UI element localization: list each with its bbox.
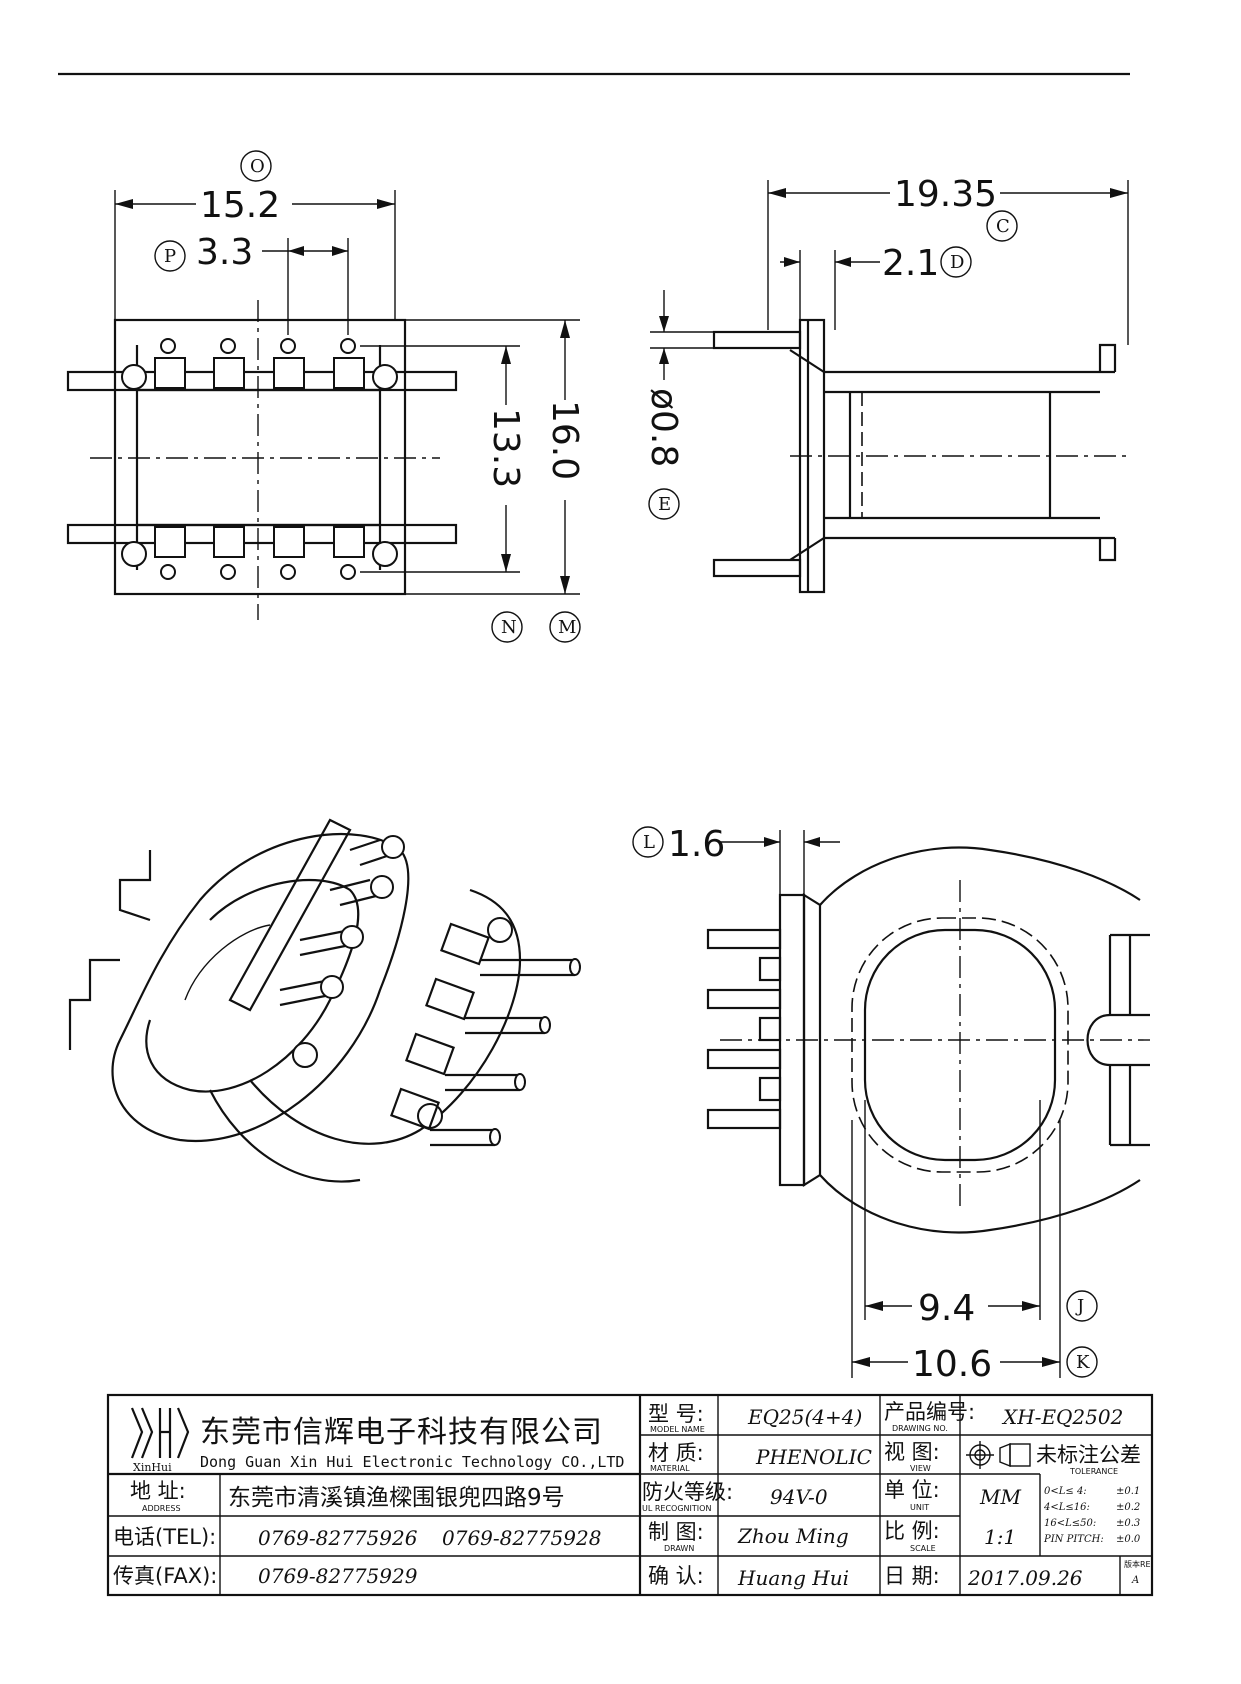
tag-E: E [658, 494, 671, 515]
fire-rating-label-en: UL RECOGNITION [642, 1504, 711, 1513]
tag-N: N [501, 617, 517, 638]
dim-10-6: 10.6 [912, 1344, 992, 1385]
address-value: 东莞市清溪镇渔樑围银兜四路9号 [228, 1485, 565, 1511]
fire-rating-value: 94V-0 [770, 1485, 828, 1509]
date-label: 日 期: [884, 1564, 940, 1588]
tag-D: D [950, 252, 964, 273]
part-no-label: 产品编号: [884, 1400, 975, 1424]
tag-O: O [250, 156, 265, 177]
material-value: PHENOLIC [755, 1445, 872, 1469]
title-block: XinHui 东莞市信辉电子科技有限公司 Dong Guan Xin Hui E… [106, 1393, 1154, 1597]
tol-1-range: 0<L≤ 4: [1044, 1486, 1087, 1497]
unit-label-en: UNIT [910, 1503, 929, 1512]
view-label-en: VIEW [910, 1464, 931, 1473]
top-view: 15.2 O 3.3 P 16.0 13.3 M N [66, 150, 585, 643]
tolerance-label-en: TOLERANCE [1069, 1467, 1118, 1476]
tol-3-value: ±0.3 [1116, 1518, 1140, 1529]
company-name-cn: 东莞市信辉电子科技有限公司 [200, 1415, 603, 1450]
dim-19-35: 19.35 [894, 174, 997, 215]
view-label: 视 图: [884, 1440, 940, 1464]
tol-1-value: ±0.1 [1116, 1486, 1140, 1497]
dim-1-6: 1.6 [668, 824, 725, 865]
tag-C: C [996, 216, 1010, 237]
confirm-label: 确 认: [648, 1564, 704, 1588]
scale-value: 1:1 [984, 1525, 1016, 1549]
dim-16-0: 16.0 [544, 400, 585, 480]
scale-label-en: SCALE [910, 1544, 936, 1553]
dim-0-8: ø0.8 [643, 388, 684, 467]
tag-P: P [164, 246, 176, 267]
fire-rating-label: 防火等级: [642, 1480, 733, 1504]
tol-4-range: PIN PITCH: [1043, 1534, 1104, 1545]
model-value: EQ25(4+4) [747, 1405, 862, 1429]
unit-label: 单 位: [884, 1478, 940, 1502]
tag-K: K [1076, 1352, 1090, 1373]
confirm-value: Huang Hui [737, 1566, 849, 1590]
material-label: 材 质: [648, 1441, 704, 1465]
dim-9-4: 9.4 [918, 1288, 975, 1329]
tolerance-label: 未标注公差 [1036, 1443, 1141, 1467]
revision-label: 版本RE [1124, 1559, 1151, 1569]
material-label-en: MATERIAL [650, 1464, 690, 1473]
side-view: 19.35 C 2.1 D ø0.8 E [643, 174, 1130, 594]
tel-value-1: 0769-82775926 [258, 1526, 418, 1550]
front-view: 1.6 L 9.4 J 10.6 K [632, 824, 1150, 1385]
dim-13-3: 13.3 [485, 408, 526, 488]
tol-2-value: ±0.2 [1116, 1502, 1140, 1513]
address-label-en: ADDRESS [142, 1504, 181, 1513]
tel-value-2: 0769-82775928 [442, 1526, 601, 1550]
address-label: 地 址: [130, 1479, 186, 1503]
drawn-label-en: DRAWN [664, 1544, 694, 1553]
tag-M: M [558, 617, 576, 638]
company-logo: XinHui [130, 1407, 190, 1474]
fax-label: 传真(FAX): [113, 1564, 217, 1588]
tol-3-range: 16<L≤50: [1044, 1518, 1096, 1529]
tag-L: L [643, 832, 655, 853]
unit-value: MM [979, 1485, 1021, 1509]
tel-label: 电话(TEL): [113, 1525, 216, 1549]
tol-2-range: 4<L≤16: [1043, 1502, 1090, 1513]
scale-label: 比 例: [884, 1519, 940, 1543]
part-no-label-en: DRAWING NO. [892, 1424, 948, 1433]
tag-J: J [1075, 1296, 1084, 1317]
model-label: 型 号: [648, 1402, 704, 1426]
date-value: 2017.09.26 [967, 1566, 1083, 1590]
model-label-en: MODEL NAME [650, 1425, 705, 1434]
logo-text: XinHui [133, 1461, 172, 1474]
drawn-label: 制 图: [648, 1520, 704, 1544]
dim-2-1: 2.1 [882, 243, 939, 284]
drawn-value: Zhou Ming [737, 1524, 849, 1548]
dim-15-2: 15.2 [200, 185, 280, 226]
tol-4-value: ±0.0 [1116, 1534, 1141, 1545]
dim-3-3: 3.3 [196, 232, 253, 273]
isometric-view [68, 818, 581, 1183]
company-name-en: Dong Guan Xin Hui Electronic Technology … [200, 1453, 624, 1471]
revision-value: A [1131, 1575, 1139, 1586]
projection-symbol-icon [966, 1441, 1031, 1469]
part-no-value: XH-EQ2502 [1001, 1405, 1123, 1429]
fax-value: 0769-82775929 [258, 1564, 418, 1588]
